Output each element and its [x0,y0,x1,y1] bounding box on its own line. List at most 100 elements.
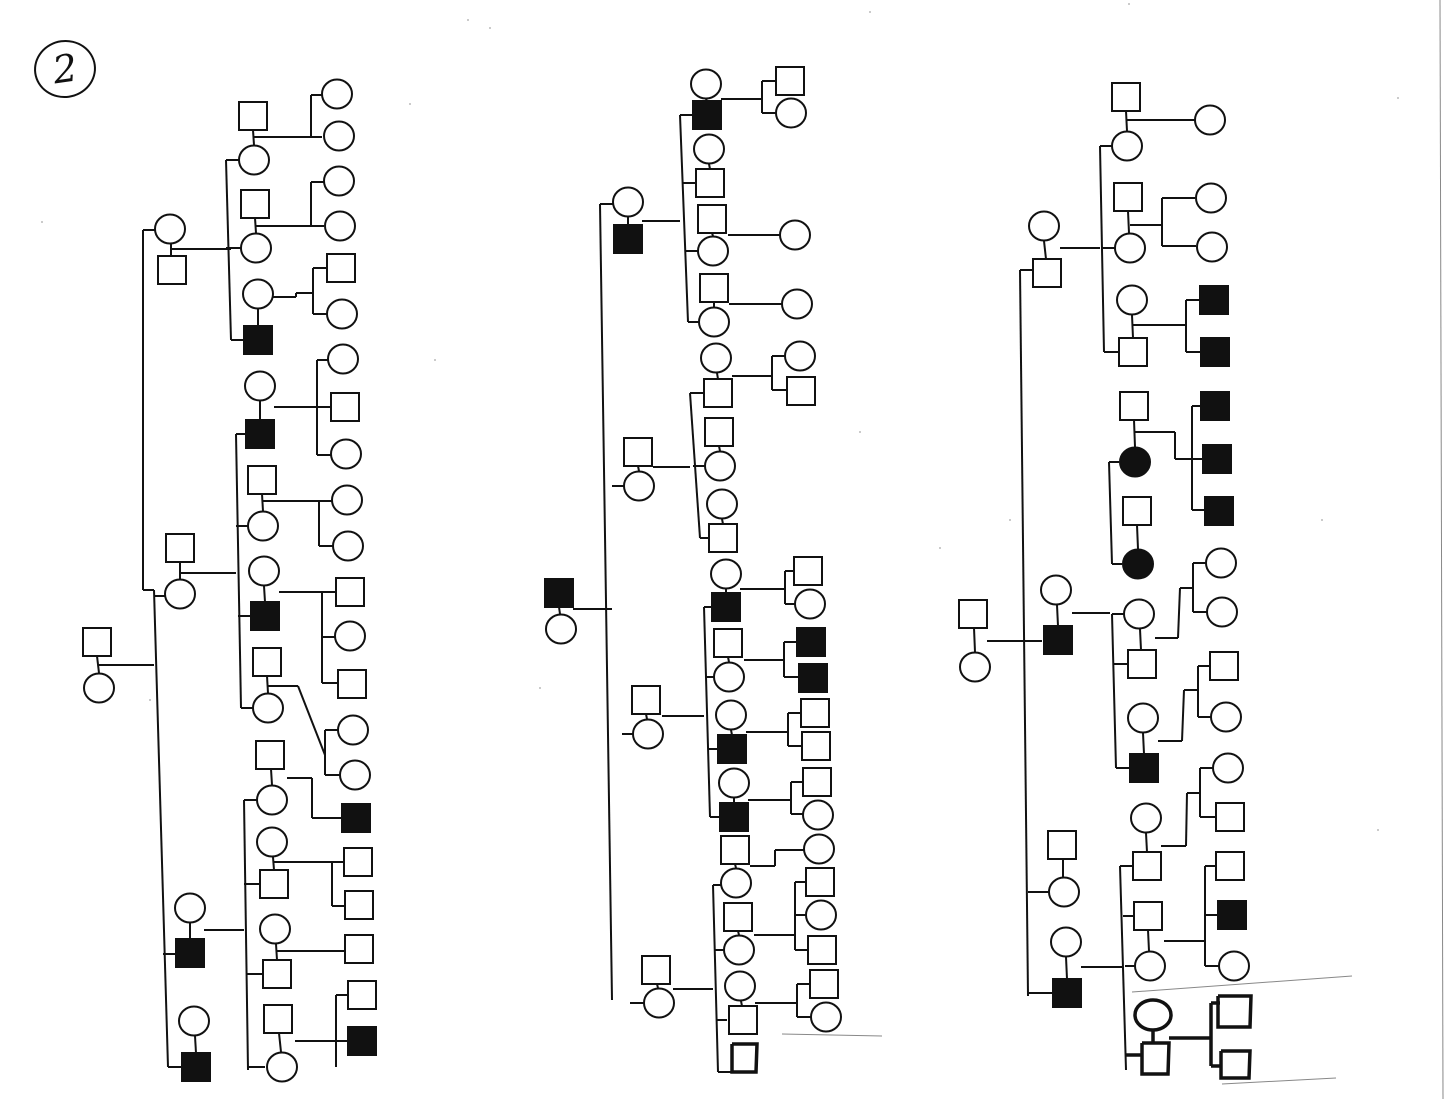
female-circle [1050,926,1082,958]
male-square [347,980,377,1010]
male-square [809,969,839,999]
female-circle [545,613,577,645]
line-of-descent [1108,461,1113,565]
affected-male-square [341,803,371,833]
scan-speck [539,687,541,689]
line-of-descent [252,129,255,146]
affected-female-circle [1119,446,1151,478]
line-of-descent [243,799,249,1071]
line-of-descent [1127,210,1130,234]
line-of-descent [225,159,232,341]
line-of-descent [1019,269,1029,997]
male-square [330,392,360,422]
male-square [1119,391,1149,421]
male-square [708,523,738,553]
male-square [802,767,832,797]
male-square [262,959,292,989]
male-square [703,378,733,408]
scan-speck [859,431,861,433]
male-square [713,628,743,658]
female-circle [266,1051,298,1083]
scan-speck [489,27,491,29]
male-square [805,867,835,897]
male-square [623,437,653,467]
female-circle [632,718,664,750]
affected-male-square [175,938,205,968]
male-square [252,647,282,677]
female-circle [810,1001,842,1033]
female-circle [1196,231,1228,263]
male-square [958,599,988,629]
female-circle [178,1005,210,1037]
affected-male-square [1217,900,1247,930]
male-square [800,698,830,728]
female-circle [337,714,369,746]
female-circle [720,867,752,899]
handwritten-male-square [730,1042,759,1074]
line-of-descent [1147,929,1150,952]
female-circle [805,899,837,931]
affected-male-square [798,663,828,693]
line-of-descent [1133,419,1136,448]
scan-speck [1321,519,1323,521]
handwritten-male-square [1216,994,1253,1029]
female-circle [713,661,745,693]
male-square [1122,496,1152,526]
male-square [240,189,270,219]
pedigree-symbols [82,66,1250,1083]
female-circle [326,298,358,330]
male-square [344,890,374,920]
line-of-descent [263,585,266,603]
affected-male-square [1200,391,1230,421]
line-of-descent [1142,732,1145,755]
male-square [697,204,727,234]
male-square [255,740,285,770]
affected-male-square [250,601,280,631]
male-square [337,669,367,699]
female-circle [802,799,834,831]
line-of-descent [275,943,278,961]
line-of-descent [703,606,711,818]
female-circle [693,133,725,165]
line-of-descent [278,1032,282,1053]
male-square [807,935,837,965]
male-square [326,253,356,283]
male-square [728,1005,758,1035]
female-circle [779,219,811,251]
scan-speck [434,359,436,361]
female-circle [959,651,991,683]
pencil-stroke [1131,975,1353,993]
male-square [1132,851,1162,881]
male-square [343,847,373,877]
female-circle [723,934,755,966]
female-circle [1127,702,1159,734]
pencil-stroke [1221,1077,1337,1085]
male-square [1127,649,1157,679]
male-square [1215,802,1245,832]
male-square [165,533,195,563]
line-of-descent [1043,240,1047,260]
female-circle [1195,182,1227,214]
male-square [335,577,365,607]
line-of-descent [261,493,264,512]
male-square [82,627,112,657]
female-circle [697,235,729,267]
handwritten-female-circle [1133,998,1173,1032]
line-of-descent [1185,792,1188,847]
affected-male-square [1052,978,1082,1008]
scan-speck [409,103,411,105]
handwritten-male-square [1140,1041,1171,1076]
line-of-descent [1119,865,1127,1071]
female-circle [242,278,274,310]
affected-male-square [245,419,275,449]
female-circle [332,530,364,562]
male-square [1032,258,1062,288]
pedigree-lines [96,80,1219,1073]
line-of-descent [679,114,689,323]
female-circle [1114,232,1146,264]
female-circle [247,510,279,542]
scan-speck [149,699,151,701]
affected-female-circle [1122,548,1154,580]
female-circle [252,692,284,724]
